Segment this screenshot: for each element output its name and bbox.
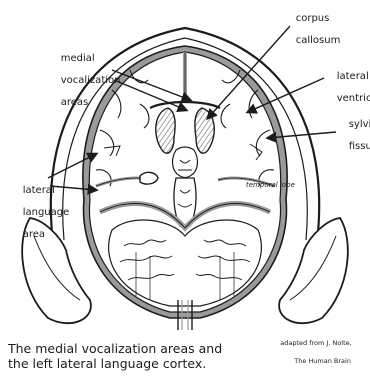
label-lateral-language-area: lateral language area <box>10 174 69 251</box>
label-lateral-language-line1: lateral <box>23 185 55 196</box>
thalamus <box>173 147 198 178</box>
left-language-area-marker <box>140 172 158 184</box>
label-medial-vocalization-line2: vocalization <box>61 75 121 86</box>
label-sylvian-fissure-line2: fissure <box>349 141 370 152</box>
label-corpus-callosum-line1: corpus <box>296 13 330 24</box>
figure-caption-line1: The medial vocalization areas and <box>8 341 308 356</box>
label-corpus-callosum-line2: callosum <box>296 35 341 46</box>
figure-caption: The medial vocalization areas and the le… <box>8 341 308 371</box>
right-hand <box>279 218 348 323</box>
label-temporal-lobe: temporal lobe <box>246 181 295 190</box>
label-lateral-ventricle: lateral ventricle <box>324 60 370 115</box>
figure-caption-line2: the left lateral language cortex. <box>8 356 308 371</box>
label-lateral-ventricle-line1: lateral <box>337 71 369 82</box>
label-lateral-ventricle-line2: ventricle <box>337 93 370 104</box>
label-medial-vocalization-line3: areas <box>61 97 89 108</box>
label-medial-vocalization-areas: medial vocalization areas <box>48 42 120 119</box>
label-sylvian-fissure: sylvian fissure <box>336 108 370 163</box>
label-sylvian-fissure-line1: sylvian <box>349 119 370 130</box>
label-corpus-callosum: corpus callosum <box>283 2 340 57</box>
label-lateral-language-line3: area <box>23 229 45 240</box>
label-medial-vocalization-line1: medial <box>61 53 95 64</box>
label-lateral-language-line2: language <box>23 207 70 218</box>
